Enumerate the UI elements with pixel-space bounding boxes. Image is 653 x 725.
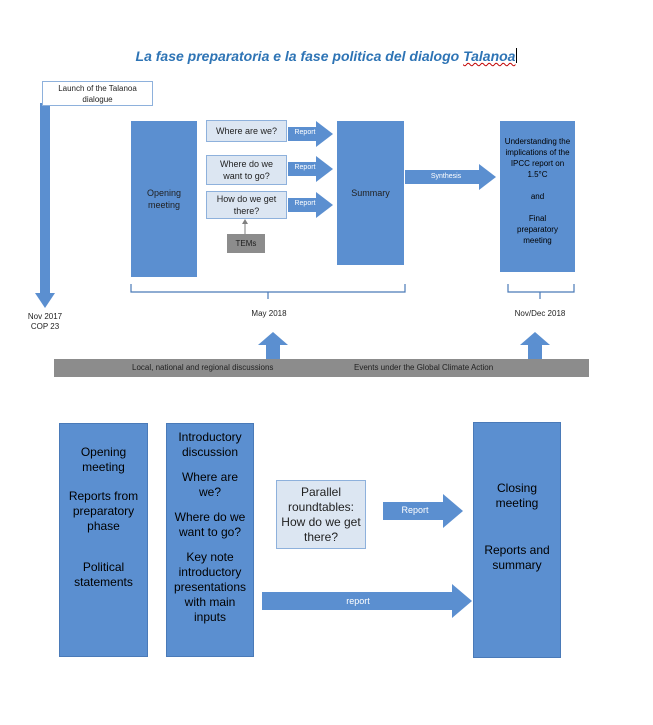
band-right-label: Events under the Global Climate Action <box>354 363 494 372</box>
bracket-may-2018 <box>130 284 406 299</box>
text-cursor <box>516 48 518 63</box>
report-arrow-2 <box>288 156 333 182</box>
launch-box: Launch of the Talanoa dialogue <box>42 81 153 106</box>
bottom-report-upper-label: Report <box>401 505 429 515</box>
report-label-2: Report <box>294 164 316 171</box>
nov-2017-label: Nov 2017 <box>27 312 63 321</box>
bottom-opening-column: Opening meeting Reports from preparatory… <box>59 423 148 657</box>
date-nov-dec-2018: Nov/Dec 2018 <box>514 309 566 318</box>
launch-down-arrow <box>35 103 55 308</box>
closing-meeting-box: Closing meeting Reports and summary <box>473 422 561 658</box>
date-may-2018: May 2018 <box>251 309 287 318</box>
reports-and-summary-label: Reports and summary <box>484 543 550 572</box>
question-1-label: Where are we? <box>215 126 278 136</box>
bracket-novdec-2018 <box>507 284 575 299</box>
bottom-where-do-we-want-label: Where do we want to go? <box>174 510 246 539</box>
band-left-label: Local, national and regional discussions <box>132 363 274 372</box>
question-where-are-we: Where are we? <box>206 120 287 142</box>
launch-label: Launch of the Talanoa dialogue <box>58 83 137 104</box>
diagram-title: La fase preparatoria e la fase politica … <box>0 48 653 64</box>
bottom-report-arrow-lower <box>262 584 472 618</box>
title-prefix: La fase preparatoria e la fase politica … <box>135 48 464 64</box>
cop23-label: COP 23 <box>30 322 60 331</box>
ipcc-understanding-box: Understanding the implications of the IP… <box>500 121 575 272</box>
date-nov-2017: Nov 2017 COP 23 <box>22 312 68 332</box>
political-statements-label: Political statements <box>74 560 133 589</box>
key-note-label: Key note introductory presentations with… <box>173 550 247 624</box>
tems-up-arrow <box>242 219 248 234</box>
bottom-report-lower-label: report <box>346 596 370 606</box>
parallel-roundtables-label: Parallel roundtables: How do we get ther… <box>281 484 361 544</box>
summary-box: Summary <box>337 121 404 265</box>
report-arrow-3 <box>288 192 333 218</box>
discussions-band: Local, national and regional discussions… <box>54 359 589 377</box>
synthesis-arrow <box>405 164 496 190</box>
synthesis-label: Synthesis <box>430 173 462 180</box>
report-label-1: Report <box>294 129 316 136</box>
tems-box: TEMs <box>227 234 265 253</box>
tems-label: TEMs <box>235 238 257 248</box>
band-up-arrow-right <box>520 332 550 359</box>
summary-label: Summary <box>351 188 390 198</box>
reports-preparatory-label: Reports from preparatory phase <box>68 489 139 533</box>
question-where-do-we-want-to-go: Where do we want to go? <box>206 155 287 185</box>
bottom-report-arrow-upper <box>383 494 463 528</box>
opening-meeting-label: Opening meeting <box>146 188 182 210</box>
ipcc-and-label: and <box>530 192 545 201</box>
title-underlined-word: Talanoa <box>463 48 516 64</box>
bottom-where-are-we-label: Where are we? <box>181 470 239 499</box>
final-preparatory-label: Final preparatory meeting <box>517 214 558 245</box>
bottom-introductory-column: Introductory discussion Where are we? Wh… <box>166 423 254 657</box>
report-arrow-1 <box>288 121 333 147</box>
closing-meeting-label: Closing meeting <box>495 481 539 510</box>
ipcc-understanding-label: Understanding the implications of the IP… <box>504 137 571 179</box>
question-3-label: How do we get there? <box>216 194 277 216</box>
bottom-opening-meeting-label: Opening meeting <box>80 445 127 474</box>
report-label-3: Report <box>294 200 316 207</box>
question-2-label: Where do we want to go? <box>219 159 274 181</box>
opening-meeting-box: Opening meeting <box>131 121 197 277</box>
introductory-discussion-label: Introductory discussion <box>178 430 242 459</box>
question-how-do-we-get-there: How do we get there? <box>206 191 287 219</box>
parallel-roundtables-box: Parallel roundtables: How do we get ther… <box>276 480 366 549</box>
band-up-arrow-left <box>258 332 288 359</box>
